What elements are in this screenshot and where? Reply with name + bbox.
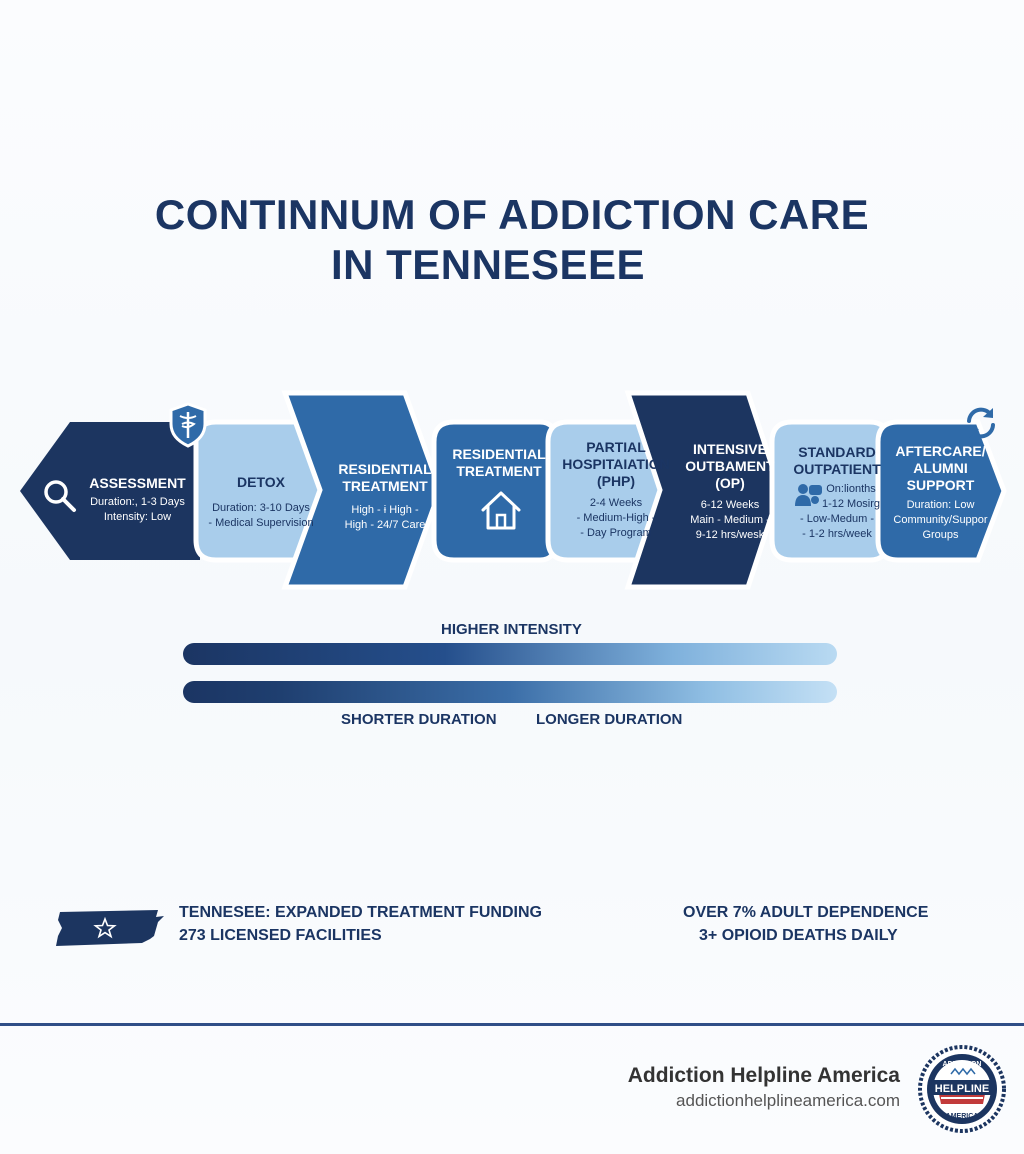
stage-residential-1: RESIDENTIAL TREATMENT High - ɨ High - Hi… <box>325 452 445 542</box>
stage-detail: Groups <box>922 529 959 541</box>
stage-detail: - Low-Medum - <box>800 513 874 525</box>
stage-detail: 2-4 Weeks <box>589 497 643 509</box>
continuum-chevrons <box>20 390 1007 590</box>
people-icon <box>795 484 822 506</box>
stage-shape-aftercare <box>875 419 1007 563</box>
brand-name: Addiction Helpline America <box>627 1064 900 1087</box>
tennessee-funding-stat: TENNESEE: EXPANDED TREATMENT FUNDING <box>179 904 542 921</box>
stage-shape-assessment <box>20 422 200 560</box>
refresh-icon <box>967 407 995 439</box>
stage-name: (OP) <box>715 475 745 491</box>
stage-detail: High - ɨ High - <box>351 504 419 516</box>
stage-detail: Duration:, 1-3 Days <box>90 496 185 508</box>
svg-text:HELPLINE: HELPLINE <box>935 1083 989 1095</box>
stage-detail: On:lionths <box>826 483 876 495</box>
footer-divider <box>0 1023 1024 1026</box>
stage-aftercare: AFTERCARE/ ALUMNI SUPPORT Duration: Low … <box>888 443 993 542</box>
opioid-deaths-stat: 3+ OPIOID DEATHS DAILY <box>699 927 898 944</box>
stage-detail: - 1-2 hrs/week <box>802 528 872 540</box>
shorter-duration-label: SHORTER DURATION <box>341 711 497 728</box>
stage-name: STANDARD <box>798 444 876 460</box>
stage-name: ASSESSMENT <box>89 475 186 491</box>
stage-name: RESIDENTIAL <box>452 446 546 462</box>
stage-detail: Intensity: Low <box>103 511 172 523</box>
stage-detox: DETOX Duration: 3-10 Days - Medical Supe… <box>200 462 322 542</box>
stage-assessment: ASSESSMENT Duration:, 1-3 Days Intensity… <box>80 460 195 540</box>
stage-name: RESIDENTIAL <box>338 461 432 477</box>
tennessee-map-icon <box>56 910 164 946</box>
stage-detail: - Day Program <box>580 527 652 539</box>
title-line-1: CONTINNUM OF ADDICTION CARE <box>154 191 870 238</box>
higher-intensity-label: HIGHER INTENSITY <box>441 621 582 638</box>
svg-text:ADDICTION: ADDICTION <box>943 1061 982 1068</box>
stage-detail: 1-12 Mosirg <box>821 498 881 510</box>
licensed-facilities-stat: 273 LICENSED FACILITIES <box>179 927 382 944</box>
stage-detail: Duration: 3-10 Days <box>212 501 310 514</box>
stage-name: OUTBAMENT <box>685 458 775 474</box>
house-icon <box>481 491 521 530</box>
stage-residential-2: RESIDENTIAL TREATMENT <box>440 438 558 488</box>
intensity-gradient-bar <box>183 643 837 665</box>
stage-detail: 9-12 hrs/wesk <box>695 529 765 541</box>
stage-iop: INTENSIVE OUTBAMENT (OP) 6-12 Weeks Main… <box>665 441 795 542</box>
stage-name: SUPPORT <box>906 477 975 493</box>
stage-name: HOSPITAIATION <box>562 456 670 472</box>
stage-name: TREATMENT <box>342 478 428 494</box>
stage-detail: 6-12 Weeks <box>700 499 760 511</box>
stage-name: TREATMENT <box>456 463 542 479</box>
stage-name: (PHP) <box>596 473 636 489</box>
title-line-2: IN TENNESEEE <box>330 241 646 288</box>
duration-gradient-bar <box>183 681 837 703</box>
adult-dependence-stat: OVER 7% ADULT DEPENDENCE <box>683 904 929 921</box>
stage-php: PARTIAL HOSPITAIATION (PHP) 2-4 Weeks - … <box>555 438 677 542</box>
stage-detail: Main - Medium - <box>690 514 770 526</box>
stage-shape-iop <box>624 390 783 590</box>
helpline-seal-logo: HELPLINE ADDICTION AMERICA <box>918 1045 1006 1133</box>
svg-text:AMERICA: AMERICA <box>946 1113 979 1120</box>
caduceus-shield-icon <box>169 402 207 448</box>
stage-detail: Community/Suppor <box>893 514 988 526</box>
stage-detail: Duration: Low <box>906 499 975 511</box>
stage-name: ALUMNI <box>913 460 968 476</box>
stage-name: PARTIAL <box>586 439 646 455</box>
stage-detail: High - 24/7 Care <box>344 519 426 531</box>
page-title: CONTINNUM OF ADDICTION CARE IN TENNESEEE <box>0 190 1024 290</box>
stage-standard-outpatient: STANDARD OUTPATIENT On:lionths 1-12 Mosi… <box>778 444 896 542</box>
stage-detail: - Medical Supervision <box>208 516 314 529</box>
stage-name: INTENSIVE <box>693 441 767 457</box>
stage-name: AFTERCARE/ <box>895 443 986 459</box>
brand-url: addictionhelplineamerica.com <box>676 1091 900 1110</box>
stage-detail: - Medium-High - <box>576 512 656 524</box>
stage-name: DETOX <box>237 473 285 490</box>
stage-name: OUTPATIENT <box>793 461 881 477</box>
stage-shape-residential-1 <box>281 390 443 590</box>
longer-duration-label: LONGER DURATION <box>536 711 683 728</box>
magnifier-icon <box>44 480 76 512</box>
